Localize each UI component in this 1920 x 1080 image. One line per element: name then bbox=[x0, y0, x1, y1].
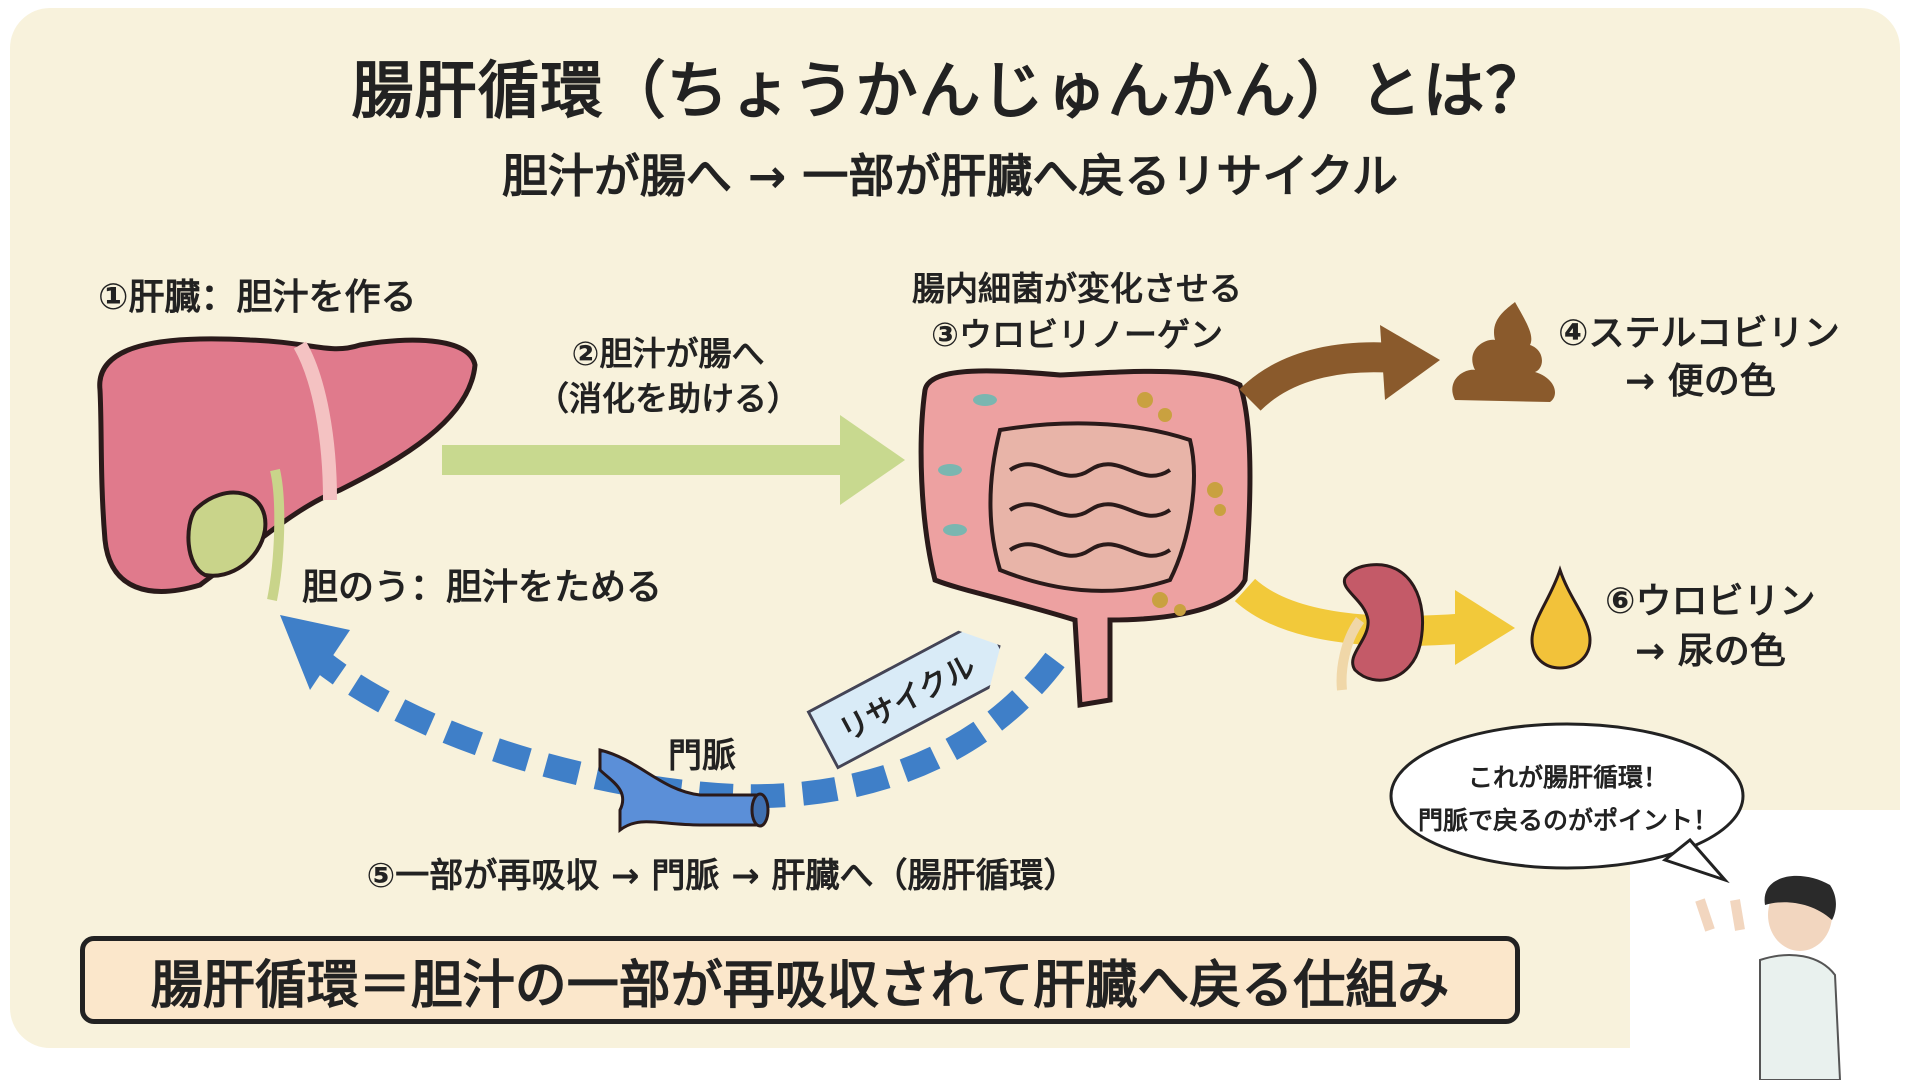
bile-to-gut-label: ②胆汁が腸へ bbox=[571, 334, 765, 373]
portal-vein-icon bbox=[598, 748, 770, 833]
intestine-illustration bbox=[918, 368, 1253, 708]
urobilinogen-label: ③ウロビリノーゲン bbox=[931, 315, 1223, 354]
to-feces-arrow bbox=[1239, 325, 1440, 412]
bile-to-intestine-arrow bbox=[442, 415, 905, 505]
gallbladder-illustration bbox=[186, 468, 285, 601]
stool-color-label: → 便の色 bbox=[1625, 361, 1776, 402]
page-title: 腸肝循環（ちょうかんじゅんかん）とは？ bbox=[351, 54, 1549, 127]
stercobilin-label: ④ステルコビリン bbox=[1558, 313, 1840, 354]
page-subtitle: 胆汁が腸へ → 一部が肝臓へ戻るリサイクル bbox=[501, 149, 1399, 203]
bile-to-gut-note: （消化を助ける） bbox=[536, 379, 800, 418]
urine-color-label: → 尿の色 bbox=[1635, 631, 1786, 672]
urine-drop-icon bbox=[1530, 565, 1592, 670]
speech-bubble: これが腸肝循環！ 門脈で戻るのがポイント！ bbox=[1390, 726, 1746, 876]
summary-box: 腸肝循環＝胆汁の一部が再吸収されて肝臓へ戻る仕組み bbox=[80, 936, 1520, 1024]
bubble-line-2: 門脈で戻るのがポイント！ bbox=[1417, 806, 1718, 835]
speech-bubble-shape bbox=[1389, 722, 1745, 884]
portal-return-arrow bbox=[280, 615, 1065, 809]
presenter-character bbox=[1695, 875, 1842, 1080]
kidney-icon bbox=[1336, 563, 1425, 691]
feces-icon bbox=[1452, 302, 1555, 402]
bacteria-label: 腸内細菌が変化させる bbox=[912, 269, 1242, 308]
portal-vein-label: 門脈 bbox=[668, 736, 736, 776]
liver-illustration bbox=[97, 336, 478, 594]
bubble-line-1: これが腸肝循環！ bbox=[1467, 763, 1668, 792]
urobilin-label: ⑥ウロビリン bbox=[1605, 581, 1816, 622]
gallbladder-label: 胆のう：胆汁をためる bbox=[302, 567, 663, 608]
liver-label: ①肝臓：胆汁を作る bbox=[98, 277, 417, 318]
reabsorption-label: ⑤一部が再吸収 → 門脈 → 肝臓へ（腸肝循環） bbox=[366, 856, 1078, 896]
